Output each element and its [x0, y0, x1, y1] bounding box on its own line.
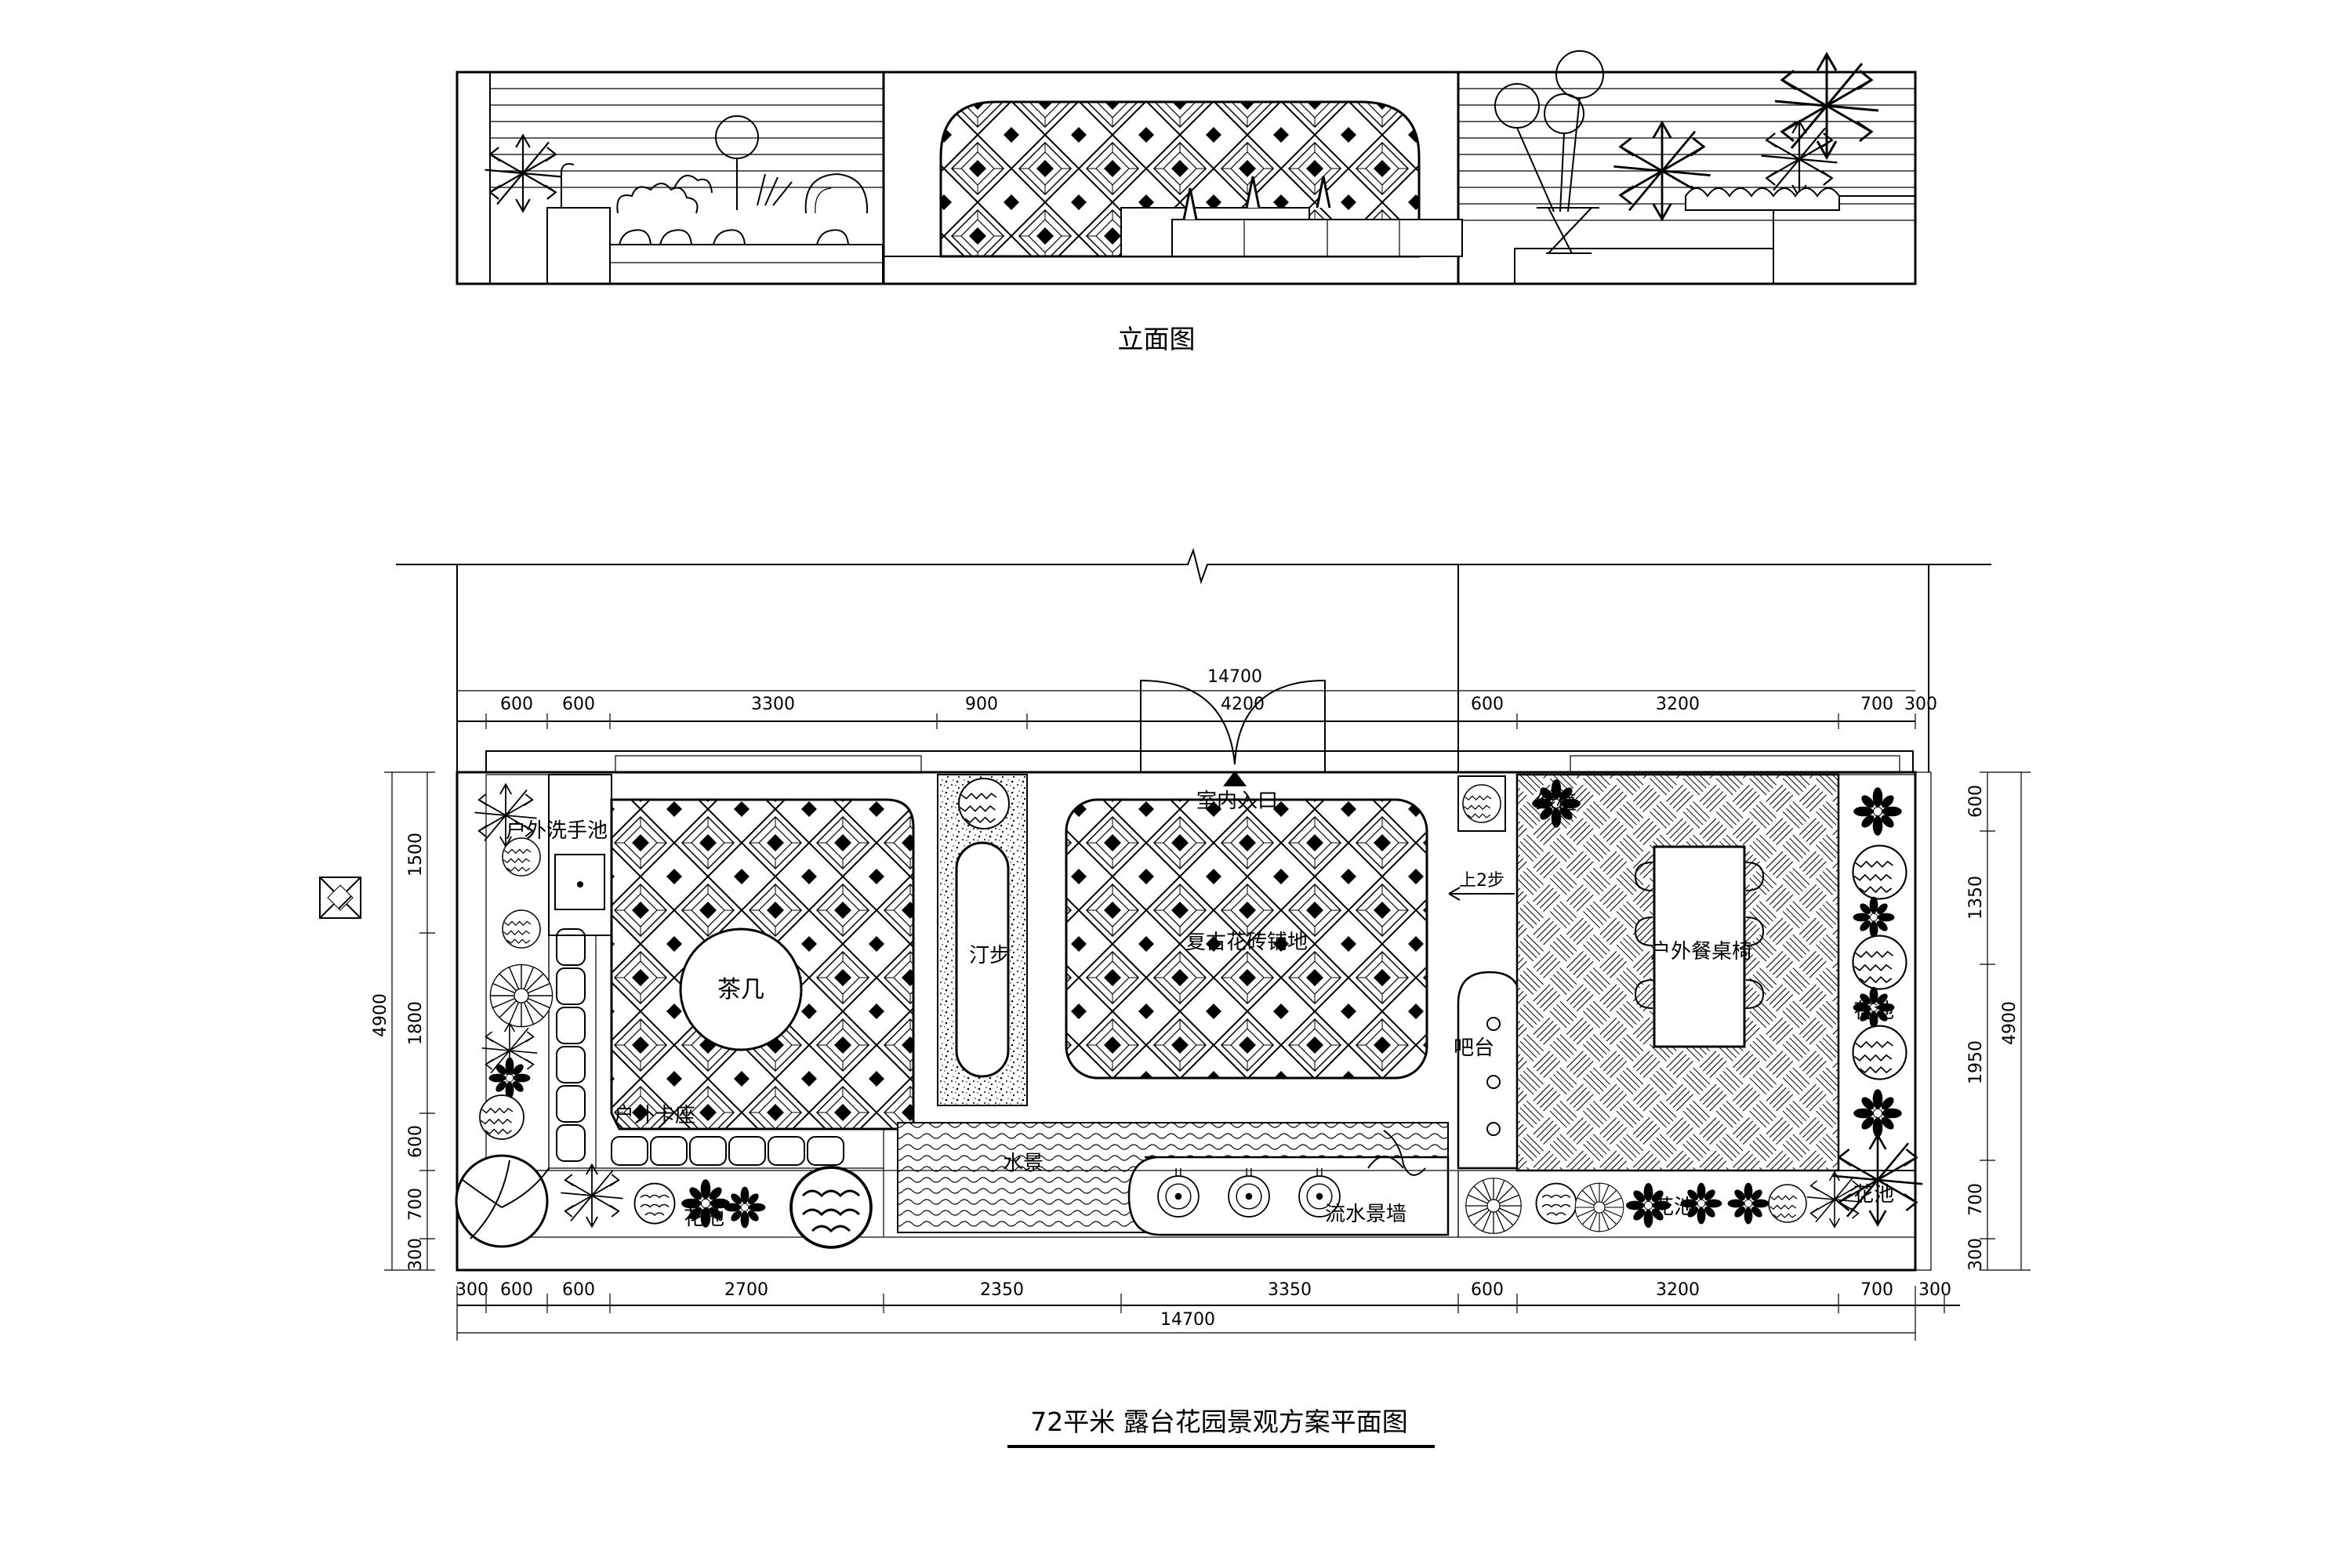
dim-top-4: 4200: [1221, 695, 1265, 714]
elevation-view: [456, 50, 1917, 285]
dim-bottom-total: 14700: [1160, 1310, 1215, 1330]
steps-arrow-icon: [1448, 887, 1515, 901]
dim-bottom-0: 300: [456, 1280, 488, 1300]
label-planter-side: 花池: [1853, 1000, 1894, 1023]
dim-top-1: 600: [562, 695, 595, 714]
label-planter-left: 花池: [684, 1207, 724, 1230]
dim-left-4: 300: [406, 1238, 426, 1271]
bottom-dimension-chain: [456, 1286, 1960, 1341]
tree-icon: [455, 1154, 549, 1248]
label-stepping-stone: 汀步: [969, 944, 1010, 967]
dim-right-total: 4900: [2000, 1001, 2020, 1045]
dim-left-total: 4900: [371, 993, 390, 1037]
dim-top-5: 600: [1471, 695, 1504, 714]
label-bench: 户外卡座: [614, 1104, 695, 1127]
label-steps: 上2步: [1459, 871, 1504, 891]
label-wash-table: 户外洗手池: [506, 819, 608, 843]
dim-bottom-7: 3200: [1656, 1280, 1700, 1300]
dim-bottom-4: 2350: [980, 1280, 1024, 1300]
dim-left-1: 1800: [406, 1001, 426, 1045]
label-dining: 户外餐桌椅: [1650, 940, 1752, 964]
dim-top-total: 14700: [1207, 667, 1262, 687]
dim-bottom-5: 3350: [1268, 1280, 1312, 1300]
wash-basin-icon: [554, 854, 605, 910]
dim-bottom-9: 300: [1918, 1280, 1951, 1300]
central-tile-paving: [1065, 798, 1428, 1080]
plan-title: 72平米 露台花园景观方案平面图: [1030, 1406, 1407, 1437]
monstera-icon: [484, 134, 562, 212]
dim-bottom-3: 2700: [724, 1280, 768, 1300]
dim-bottom-6: 600: [1471, 1280, 1504, 1300]
label-tea-table: 茶几: [717, 976, 764, 1004]
bench-cushions: [556, 928, 844, 1166]
dim-top-7: 700: [1860, 695, 1893, 714]
dim-bottom-1: 600: [500, 1280, 533, 1300]
dim-left-0: 1500: [406, 833, 426, 877]
label-planter-mid: 花池: [1653, 1196, 1694, 1219]
bar-counter: [1457, 971, 1523, 1170]
label-water: 水景: [1003, 1152, 1044, 1175]
dimension-labels: 14700 600 600 3300 900 4200 600 3200 700…: [371, 667, 2020, 1330]
dim-left-2: 600: [406, 1125, 426, 1158]
dim-right-2: 1950: [1966, 1040, 1986, 1084]
right-dimension-chain: [1980, 771, 2031, 1271]
dim-top-0: 600: [500, 695, 533, 714]
elevation-title: 立面图: [1118, 324, 1196, 354]
potted-plant-icon: [1462, 784, 1501, 823]
dim-bottom-8: 700: [1860, 1280, 1893, 1300]
top-dimension-chain: [457, 690, 1916, 729]
entrance-door-icon: [1140, 679, 1326, 773]
label-planter-right: 花池: [1853, 1183, 1894, 1207]
dining-table: [1653, 845, 1746, 1048]
label-bar: 吧台: [1454, 1036, 1494, 1060]
dim-right-1: 1350: [1966, 876, 1986, 920]
dim-bottom-2: 600: [562, 1280, 595, 1300]
compass-icon: [319, 877, 361, 919]
label-tile-paving: 复古花砖铺地: [1185, 931, 1308, 954]
plan-view: [319, 547, 2031, 1341]
dim-top-2: 3300: [751, 695, 795, 714]
plan-labels: 室内入口 户外洗手池 茶几 汀步 复古花砖铺地 绿植 上2步 吧台 户外餐桌椅 …: [506, 789, 1894, 1230]
dim-right-0: 600: [1966, 785, 1986, 818]
dim-left-3: 700: [406, 1188, 426, 1221]
dim-top-8: 300: [1904, 695, 1937, 714]
dim-top-6: 3200: [1656, 695, 1700, 714]
tea-table: [679, 927, 803, 1051]
dim-top-3: 900: [965, 695, 998, 714]
dining-chair-icon: [1634, 862, 1765, 1009]
label-entrance: 室内入口: [1196, 789, 1278, 813]
dim-right-3: 700: [1966, 1183, 1986, 1216]
label-plant-top: 绿植: [1536, 791, 1577, 815]
left-dimension-chain: [384, 771, 435, 1271]
dim-right-4: 300: [1966, 1238, 1986, 1271]
entrance-arrow-icon: [1223, 771, 1247, 786]
label-water-wall: 流水景墙: [1325, 1203, 1406, 1226]
